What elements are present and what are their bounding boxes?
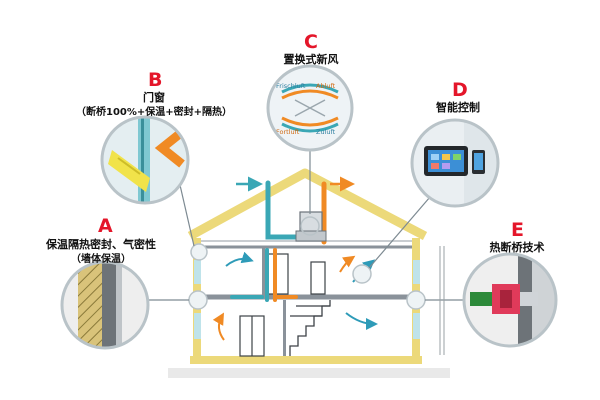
abluft-label: Abluft [316, 82, 336, 90]
callout-markers [188, 216, 426, 310]
partition-upper [262, 247, 265, 297]
supply-duct [265, 180, 306, 240]
zuluft-label: Zuluft [316, 128, 336, 136]
label-a-letter: A [98, 215, 113, 237]
tablet-icon [424, 146, 468, 176]
lower-doors [239, 315, 265, 357]
window-right-upper [413, 260, 420, 284]
fortluft-label: Fortluft [276, 128, 300, 136]
label-d-title: 智能控制 [436, 100, 480, 114]
callout-lines [142, 150, 464, 301]
window-right-lower [413, 313, 420, 339]
detail-circle-b [100, 115, 190, 205]
label-b-subtitle: （断桥100%+保温+密封+隔热） [76, 105, 232, 118]
partition-lower [283, 300, 286, 356]
wall-insulation-icon [78, 262, 102, 348]
roof-outline [187, 168, 428, 240]
airflow-arrows [212, 251, 378, 341]
staircase [289, 300, 331, 356]
label-c-letter: C [304, 31, 318, 53]
phone-icon [472, 150, 485, 174]
label-b-title: 门窗 [143, 90, 165, 104]
thermal-bridge-profile-icon [470, 284, 538, 314]
label-b-letter: B [148, 69, 162, 91]
ventilation-unit-duct-box [295, 230, 327, 242]
foundation [190, 356, 422, 364]
label-a-title: 保温隔热密封、气密性 [45, 237, 156, 251]
detail-circle-a [60, 260, 150, 350]
ground-strip [168, 368, 450, 378]
detail-circle-d [410, 118, 500, 208]
window-left-upper [194, 260, 201, 284]
label-d-letter: D [452, 79, 468, 101]
exterior-facade-lines [439, 246, 445, 355]
house [168, 168, 450, 378]
label-a-subtitle: （墙体保温） [71, 252, 131, 265]
label-e-letter: E [511, 219, 524, 241]
label-c-title: 置换式新风 [284, 52, 339, 66]
label-e-title: 热断桥技术 [490, 240, 545, 254]
ventilation-unit-icon [281, 83, 339, 133]
detail-circle-e [439, 246, 558, 355]
detail-circle-c: Frischluft Abluft Fortluft Zuluft [266, 64, 354, 152]
frischluft-label: Frischluft [276, 82, 306, 90]
window-left-lower [194, 313, 201, 339]
